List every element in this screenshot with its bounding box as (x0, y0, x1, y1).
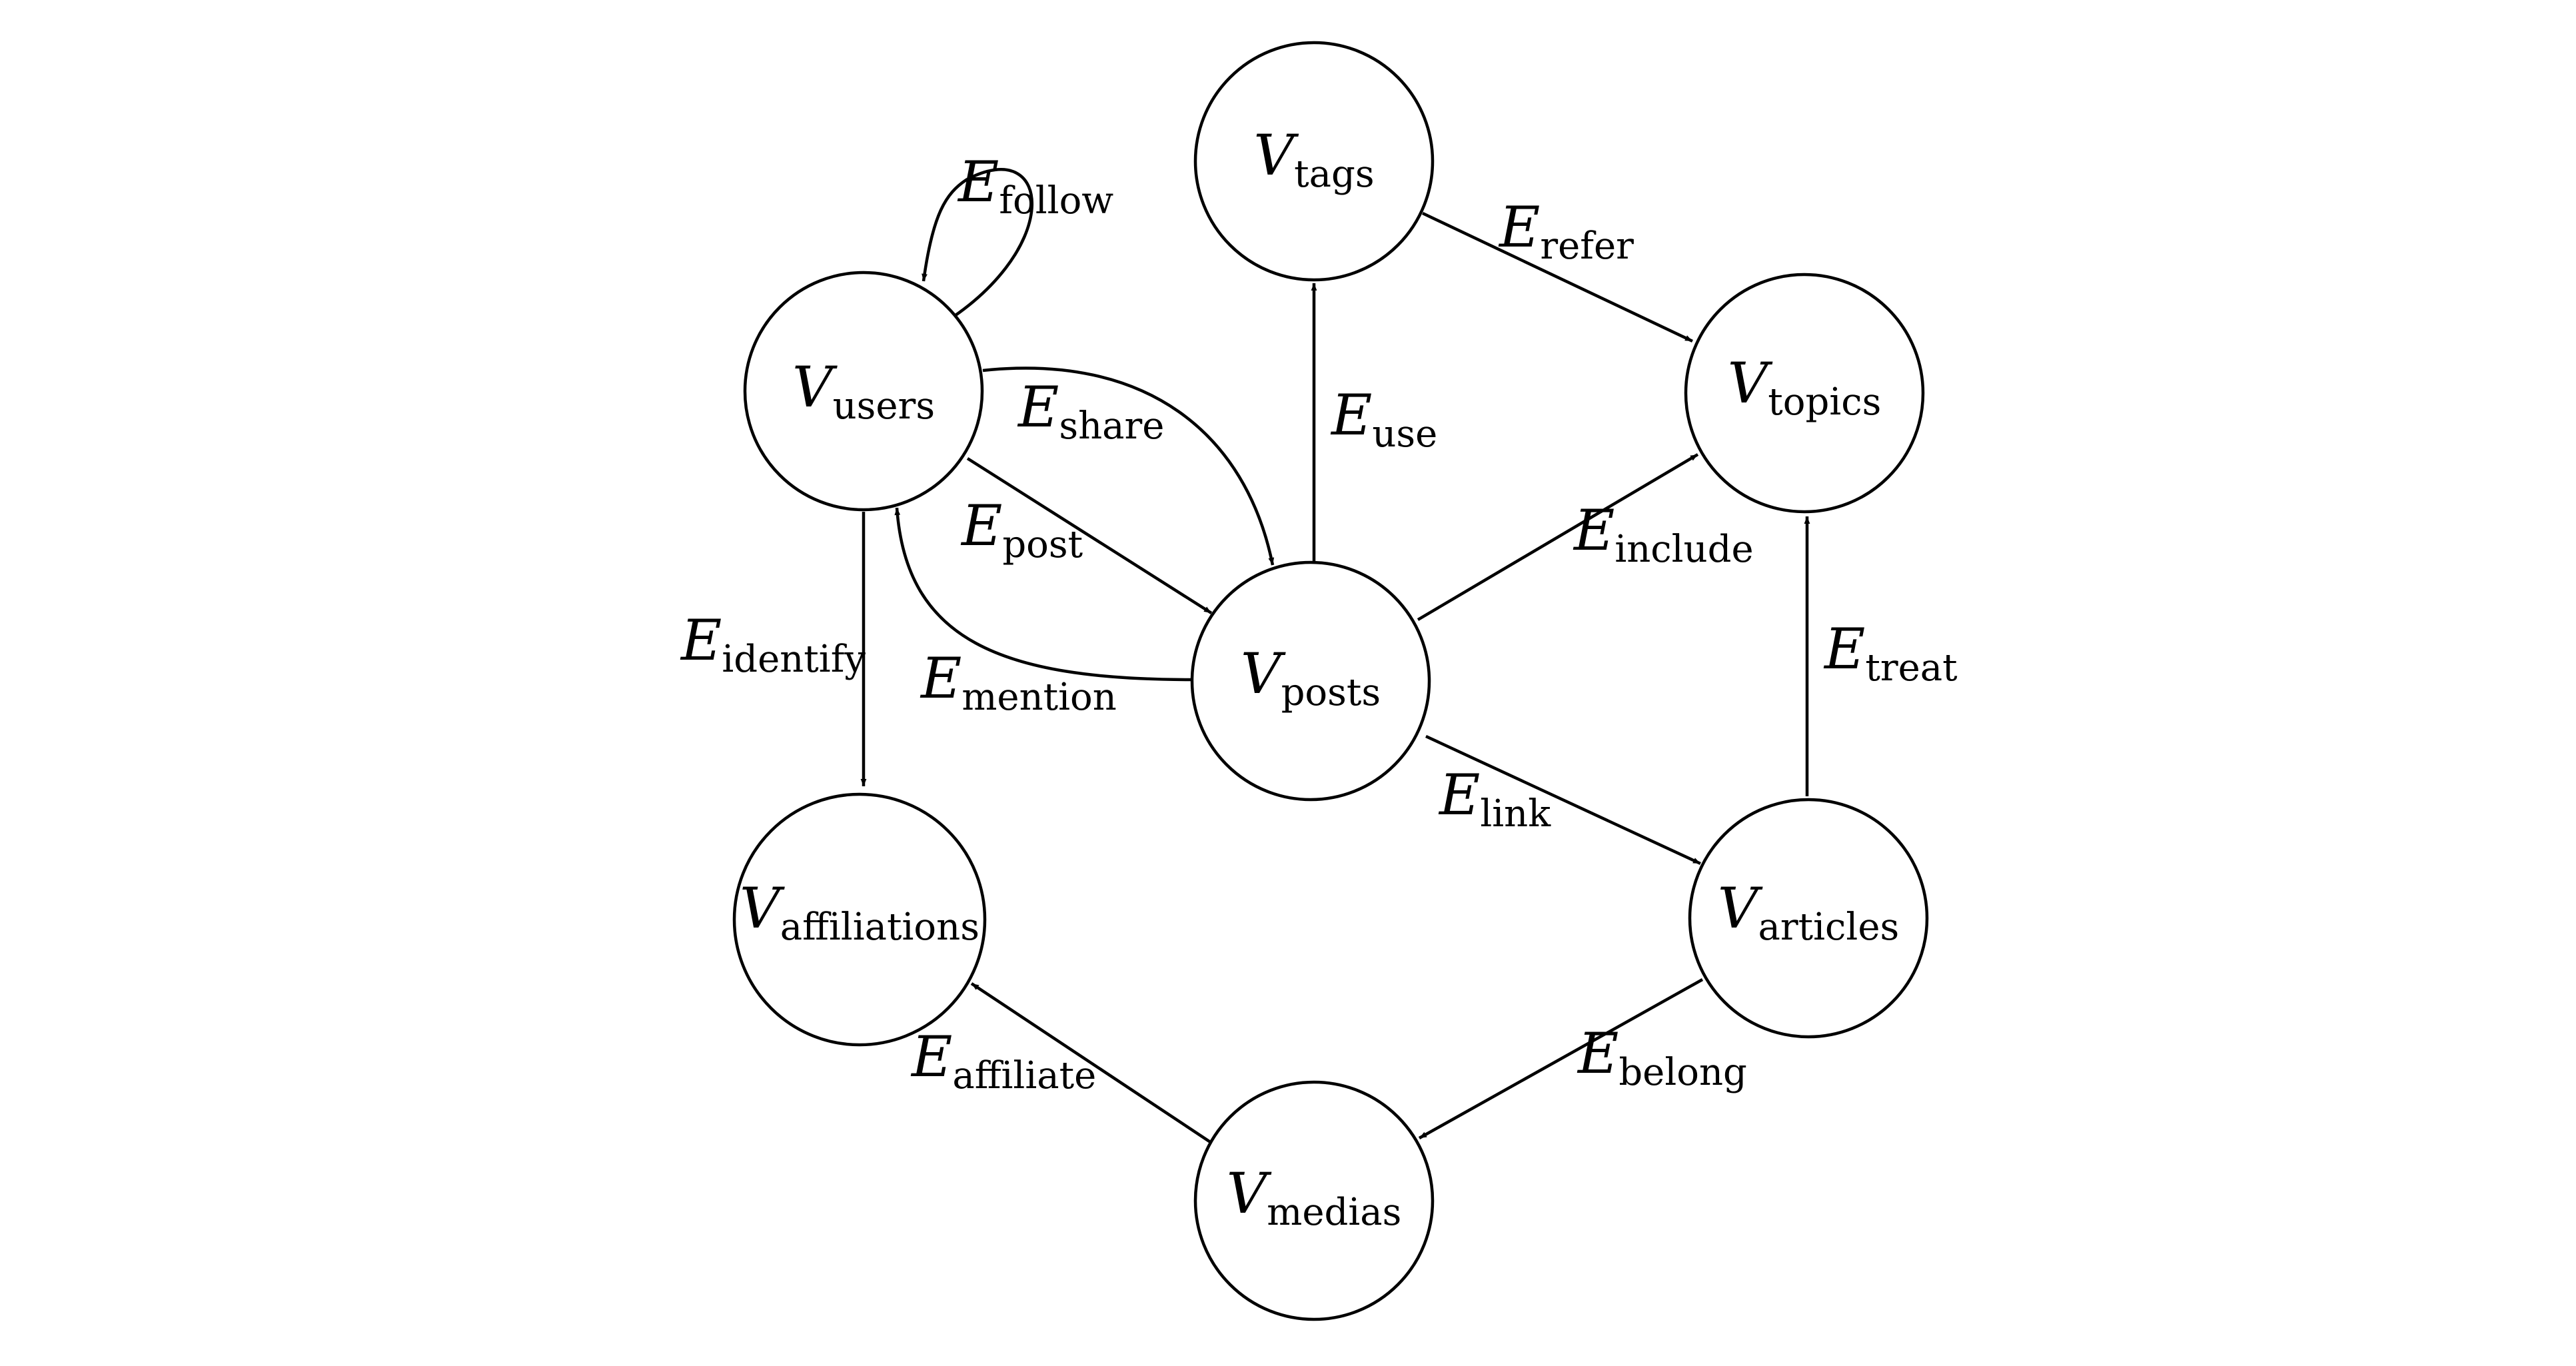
node-affiliations-label: Vaffiliations (740, 876, 979, 949)
node-articles: Varticles (1688, 798, 1929, 1039)
edge-mention (894, 507, 1193, 682)
edge-labels-layer: Efollow Eshare Epost Emention Eidentify … (680, 149, 1958, 1097)
node-users-label: Vusers (792, 354, 935, 428)
node-topics: Vtopics (1684, 273, 1925, 514)
edge-affiliate-label: Eaffiliate (910, 1024, 1096, 1097)
edges-layer (860, 168, 1810, 1144)
edge-treat-label: Etreat (1823, 616, 1958, 690)
edge-follow (922, 168, 1033, 332)
edge-mention-label: Emention (920, 646, 1117, 719)
edge-use-label: Euse (1330, 382, 1437, 456)
node-posts: Vposts (1190, 560, 1431, 802)
node-users: Vusers (743, 271, 984, 512)
node-affiliations: Vaffiliations (732, 792, 987, 1047)
node-posts-label: Vposts (1241, 641, 1381, 714)
node-tags-label: Vtags (1253, 123, 1374, 196)
edge-include-label: Einclude (1573, 498, 1754, 571)
node-tags: Vtags (1193, 41, 1435, 282)
edge-identify-label: Eidentify (680, 608, 866, 681)
edge-include (1417, 453, 1699, 621)
node-topics-label: Vtopics (1728, 350, 1882, 424)
node-medias: Vmedias (1193, 1080, 1435, 1321)
edge-refer (1422, 211, 1693, 343)
node-articles-label: Varticles (1718, 876, 1899, 949)
edge-refer-label: Erefer (1498, 195, 1634, 268)
edge-belong-label: Ebelong (1577, 1021, 1747, 1094)
edge-link-label: Elink (1438, 762, 1551, 836)
edge-share (982, 366, 1275, 566)
edge-follow-label: Efollow (957, 149, 1113, 223)
edge-post-label: Epost (960, 493, 1083, 566)
edge-affiliate (970, 982, 1213, 1144)
edge-post (966, 457, 1213, 614)
nodes-layer: Vusers Vtags Vtopics Vposts Vaffiliation… (732, 41, 1929, 1321)
edge-link (1425, 734, 1701, 866)
edge-share-label: Eshare (1017, 374, 1164, 448)
node-medias-label: Vmedias (1227, 1161, 1402, 1234)
edge-belong (1418, 978, 1704, 1139)
